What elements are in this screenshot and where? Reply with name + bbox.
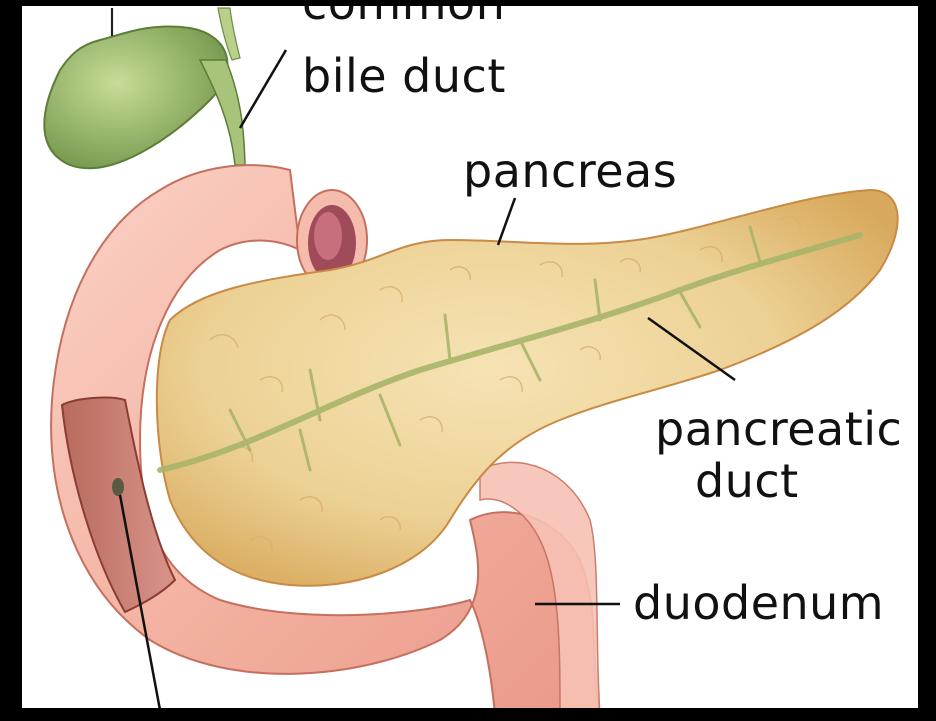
gallbladder: [44, 26, 227, 168]
label-duodenum: duodenum: [633, 580, 884, 626]
label-pancreas: pancreas: [463, 148, 677, 194]
label-duct: duct: [695, 458, 799, 504]
frame-bottom: [0, 708, 936, 721]
frame-top: [0, 0, 936, 6]
label-pancreatic: pancreatic: [655, 406, 902, 452]
frame-left: [0, 0, 22, 721]
bile-duct-leader: [240, 50, 286, 128]
frame-right: [918, 0, 936, 721]
label-bile-duct: bile duct: [302, 53, 506, 99]
pancreas-leader: [498, 198, 515, 245]
